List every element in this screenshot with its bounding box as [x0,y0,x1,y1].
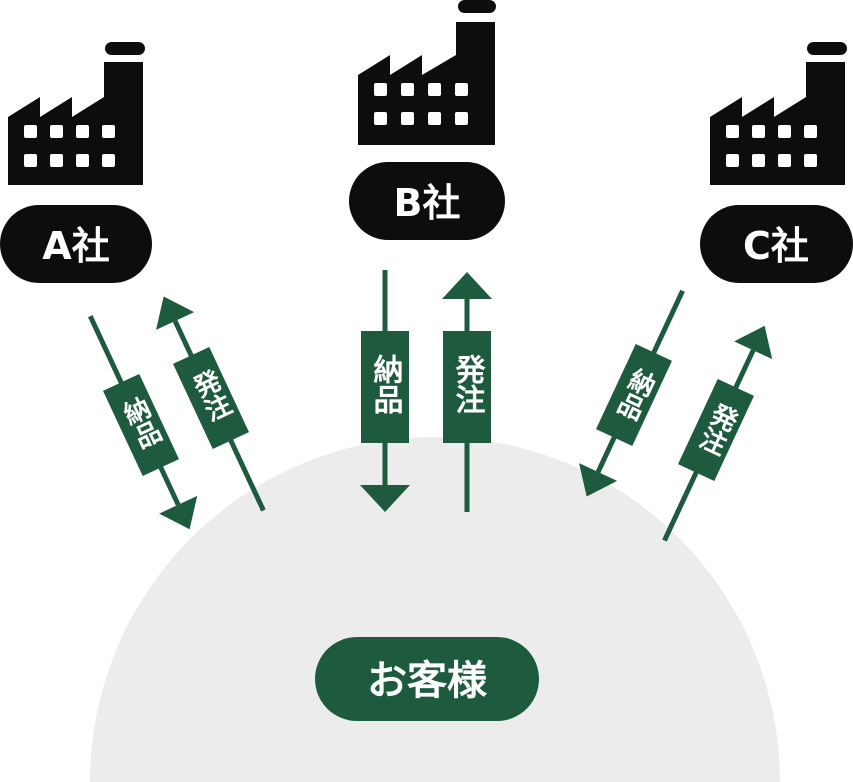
factory-a-icon [8,42,145,185]
order-label-b: 発注 [450,354,487,414]
customer-pill [315,637,539,721]
delivery-arrow-c: 納品 [579,289,685,497]
factory-c-icon [710,42,847,185]
delivery-label-b: 納品 [368,354,404,414]
delivery-arrow-b: 納品 [360,270,410,512]
customer-label: お客様 [367,658,488,704]
company-b-label: B社 [394,181,461,225]
factory-b-icon [358,0,496,145]
company-a-pill [0,205,152,283]
company-c-pill [700,205,853,283]
order-arrow-c: 発注 [662,325,773,542]
customer-area [90,437,780,782]
delivery-arrow-a: 納品 [88,315,198,530]
company-c-label: C社 [743,224,809,268]
order-arrow-b: 発注 [442,272,492,512]
company-a-label: A社 [42,224,109,268]
company-b-pill [349,162,505,240]
